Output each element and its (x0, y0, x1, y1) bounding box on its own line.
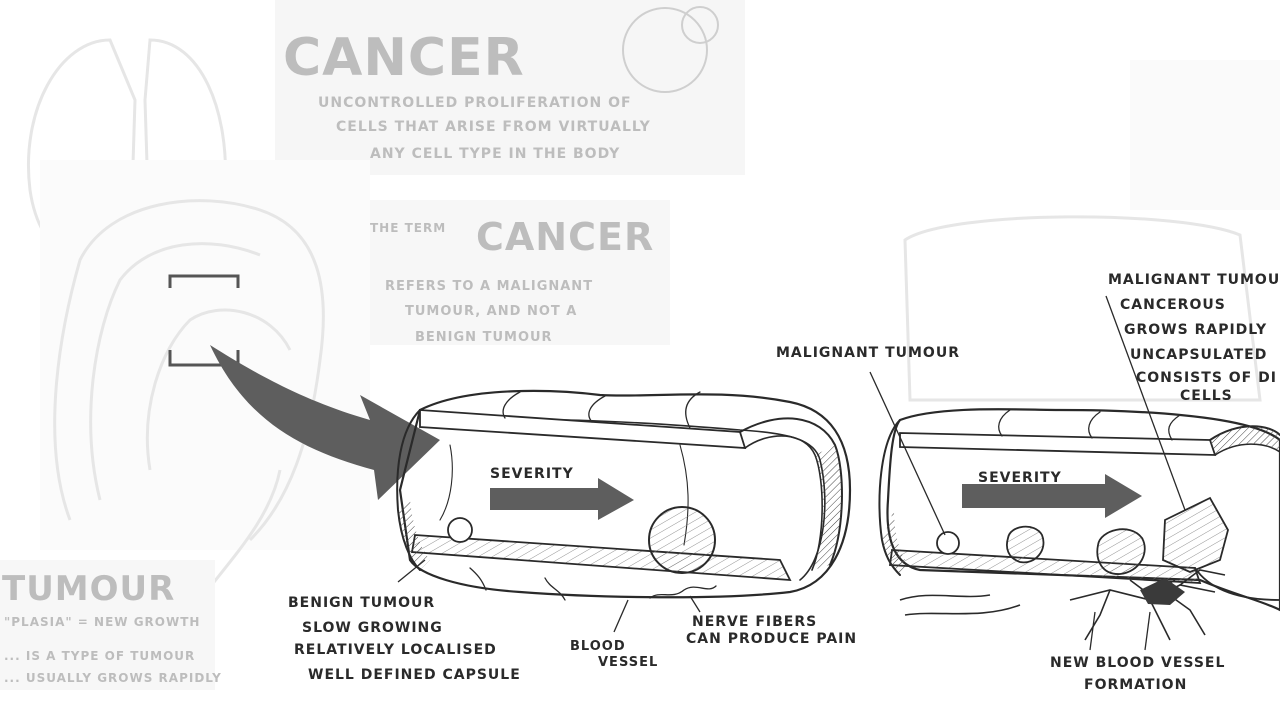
large-benign-tumour (649, 507, 715, 573)
small-benign-tumour (448, 518, 472, 542)
new-blood-vessel-line-2: FORMATION (1084, 677, 1187, 693)
malignant-line-4: CONSISTS OF DI (1136, 370, 1277, 386)
faded-refers-line-3: BENIGN TUMOUR (415, 330, 553, 345)
malignant-line-1: CANCEROUS (1120, 297, 1226, 313)
benign-line-1: SLOW GROWING (302, 620, 443, 636)
faded-panel-cancer-definition: CANCER UNCONTROLLED PROLIFERATION OF CEL… (275, 0, 745, 175)
faded-definition-line-1: UNCONTROLLED PROLIFERATION OF (318, 95, 632, 111)
nerve-fibers-line-1: NERVE FIBERS (692, 614, 817, 630)
faded-title-cancer: CANCER (283, 28, 525, 88)
nerve-fibers-line-2: CAN PRODUCE PAIN (686, 631, 857, 647)
blood-vessel-line-2: VESSEL (598, 655, 658, 670)
faded-tumour-title: TUMOUR (2, 569, 175, 609)
benign-tube: SEVERITY (397, 391, 850, 632)
benign-line-2: RELATIVELY LOCALISED (294, 642, 497, 658)
malignant-stage-1 (937, 532, 959, 554)
faded-intestine-sketch (40, 160, 370, 600)
benign-line-3: WELL DEFINED CAPSULE (308, 667, 521, 683)
faded-refers-line-2: TUMOUR, AND NOT A (405, 304, 577, 319)
severity-label-right: SEVERITY (978, 470, 1062, 486)
faded-tumour-subtitle: "PLASIA" = NEW GROWTH (4, 615, 200, 629)
malignant-tumour-title: MALIGNANT TUMOU (1108, 272, 1280, 288)
malignant-stage-4 (1163, 498, 1228, 572)
faded-panel-term-cancer: THE TERM CANCER REFERS TO A MALIGNANT TU… (365, 200, 670, 345)
new-blood-vessel-line-1: NEW BLOOD VESSEL (1050, 655, 1225, 671)
benign-tumour-title: BENIGN TUMOUR (288, 595, 435, 611)
malignant-line-3: UNCAPSULATED (1130, 347, 1267, 363)
faded-tumour-line-1: ... IS A TYPE OF TUMOUR (4, 649, 195, 663)
faded-definition-line-2: CELLS THAT ARISE FROM VIRTUALLY (336, 119, 651, 135)
malignant-stage-2 (1007, 527, 1044, 563)
severity-arrow-left (490, 478, 634, 520)
malignant-line-5: CELLS (1180, 388, 1233, 404)
faded-refers-line-1: REFERS TO A MALIGNANT (385, 279, 593, 294)
malignant-tumour-label: MALIGNANT TUMOUR (776, 345, 960, 361)
faded-definition-line-3: ANY CELL TYPE IN THE BODY (370, 146, 620, 162)
malignant-line-2: GROWS RAPIDLY (1124, 322, 1267, 338)
faded-prefix-the-term: THE TERM (370, 221, 446, 235)
severity-label-left: SEVERITY (490, 466, 574, 482)
faded-title-cancer-2: CANCER (476, 215, 654, 259)
faded-panel-tumour: TUMOUR "PLASIA" = NEW GROWTH ... IS A TY… (0, 560, 222, 690)
blood-vessel-line-1: BLOOD (570, 639, 626, 654)
faded-tumour-line-2: ... USUALLY GROWS RAPIDLY (4, 671, 222, 685)
